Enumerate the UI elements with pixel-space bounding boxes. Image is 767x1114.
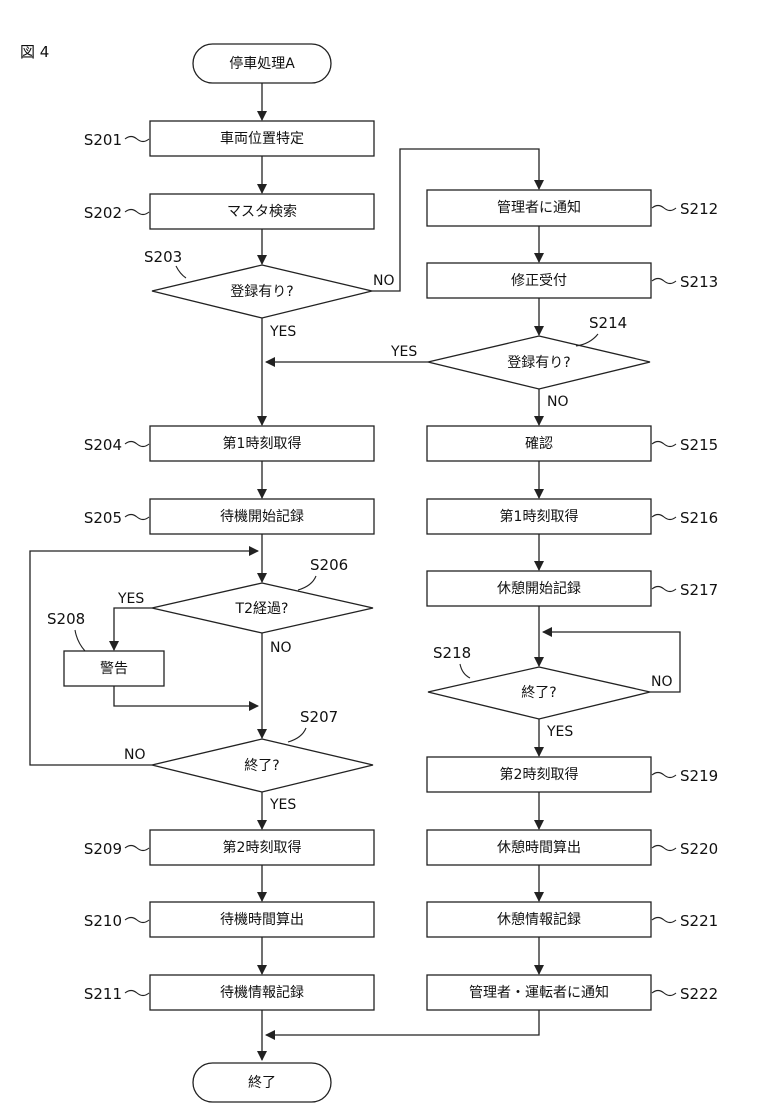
s204-text: 第1時刻取得 [223, 435, 302, 452]
s205-id: S205 [84, 509, 122, 527]
s202-text: マスタ検索 [227, 203, 297, 220]
figure-label: 図 4 [20, 43, 49, 61]
edge-s208-merge [114, 686, 258, 706]
s207-no-label: NO [124, 747, 146, 763]
s214-id: S214 [589, 314, 627, 332]
s213-id: S213 [680, 273, 718, 291]
s206-text: T2経過? [235, 601, 289, 617]
s203-no-label: NO [373, 273, 395, 289]
s207-yes-label: YES [269, 797, 296, 813]
s210-text: 待機時間算出 [220, 912, 304, 928]
s218-id: S218 [433, 644, 471, 662]
s220-text: 休憩時間算出 [497, 839, 581, 856]
s208-text: 警告 [100, 661, 128, 677]
s216-text: 第1時刻取得 [500, 508, 579, 525]
terminal-end-text: 終了 [248, 1075, 276, 1091]
s203-yes-label: YES [269, 324, 296, 340]
s213-text: 修正受付 [511, 273, 567, 289]
s206-yes-label: YES [117, 591, 144, 607]
s217-id: S217 [680, 581, 718, 599]
s215-text: 確認 [525, 436, 553, 452]
s212-id: S212 [680, 200, 718, 218]
terminal-end: 終了 [193, 1063, 331, 1102]
s206-id: S206 [310, 556, 348, 574]
edge-s222-merge [266, 1010, 539, 1035]
terminal-start: 停車処理A [193, 44, 331, 83]
s201-id: S201 [84, 131, 122, 149]
s205-text: 待機開始記録 [220, 508, 304, 525]
s219-id: S219 [680, 767, 718, 785]
terminal-start-text: 停車処理A [229, 55, 295, 72]
edge-s206-s208 [114, 608, 152, 650]
s214-text: 登録有り? [507, 355, 570, 371]
s201-text: 車両位置特定 [220, 130, 304, 147]
s206-no-label: NO [270, 640, 292, 656]
s209-text: 第2時刻取得 [223, 839, 302, 856]
s218-text: 終了? [521, 685, 556, 701]
s208-id: S208 [47, 610, 85, 628]
s218-no-label: NO [651, 674, 673, 690]
s221-id: S221 [680, 912, 718, 930]
s211-id: S211 [84, 985, 122, 1003]
s210-id: S210 [84, 912, 122, 930]
s217-text: 休憩開始記録 [497, 580, 581, 597]
s202-id: S202 [84, 204, 122, 222]
s203-text: 登録有り? [230, 284, 293, 300]
s207-text: 終了? [244, 758, 279, 774]
s209-id: S209 [84, 840, 122, 858]
s216-id: S216 [680, 509, 718, 527]
s220-id: S220 [680, 840, 718, 858]
s204-id: S204 [84, 436, 122, 454]
step-id-labels: S201 S202 S204 S205 S209 S210 S211 S212 … [47, 131, 718, 1003]
s221-text: 休憩情報記録 [497, 911, 581, 928]
s214-yes-label: YES [390, 344, 417, 360]
s203-id: S203 [144, 248, 182, 266]
s211-text: 待機情報記録 [220, 984, 304, 1001]
s218-yes-label: YES [546, 724, 573, 740]
s214-no-label: NO [547, 394, 569, 410]
s207-id: S207 [300, 708, 338, 726]
s212-text: 管理者に通知 [497, 199, 581, 216]
s215-id: S215 [680, 436, 718, 454]
s222-id: S222 [680, 985, 718, 1003]
s219-text: 第2時刻取得 [500, 766, 579, 783]
s222-text: 管理者・運転者に通知 [469, 984, 609, 1001]
